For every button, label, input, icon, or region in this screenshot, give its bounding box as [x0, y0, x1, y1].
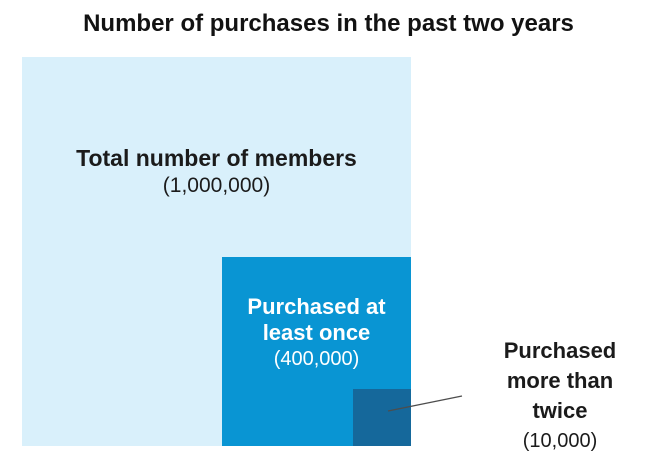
- middle-square-label-line1: Purchased at: [247, 294, 386, 319]
- outer-square: Total number of members (1,000,000): [22, 57, 411, 446]
- outer-square-label-block: Total number of members (1,000,000): [22, 145, 411, 199]
- middle-square-label-block: Purchased at least once (400,000): [222, 294, 411, 372]
- chart-title: Number of purchases in the past two year…: [83, 10, 574, 37]
- outer-square-label: Total number of members: [76, 145, 357, 171]
- middle-square: Purchased at least once (400,000): [222, 257, 411, 446]
- inner-square: [353, 389, 411, 446]
- middle-square-label-line2: least once: [262, 320, 371, 345]
- outer-square-value: (1,000,000): [162, 174, 271, 197]
- inner-square-value: (10,000): [522, 430, 598, 452]
- inner-square-label-line1: Purchased: [503, 338, 617, 363]
- inner-square-label-line3: twice: [532, 398, 588, 423]
- inner-square-callout: Purchased more than twice (10,000): [463, 336, 657, 456]
- middle-square-value: (400,000): [273, 348, 360, 370]
- inner-square-label-line2: more than: [506, 368, 614, 393]
